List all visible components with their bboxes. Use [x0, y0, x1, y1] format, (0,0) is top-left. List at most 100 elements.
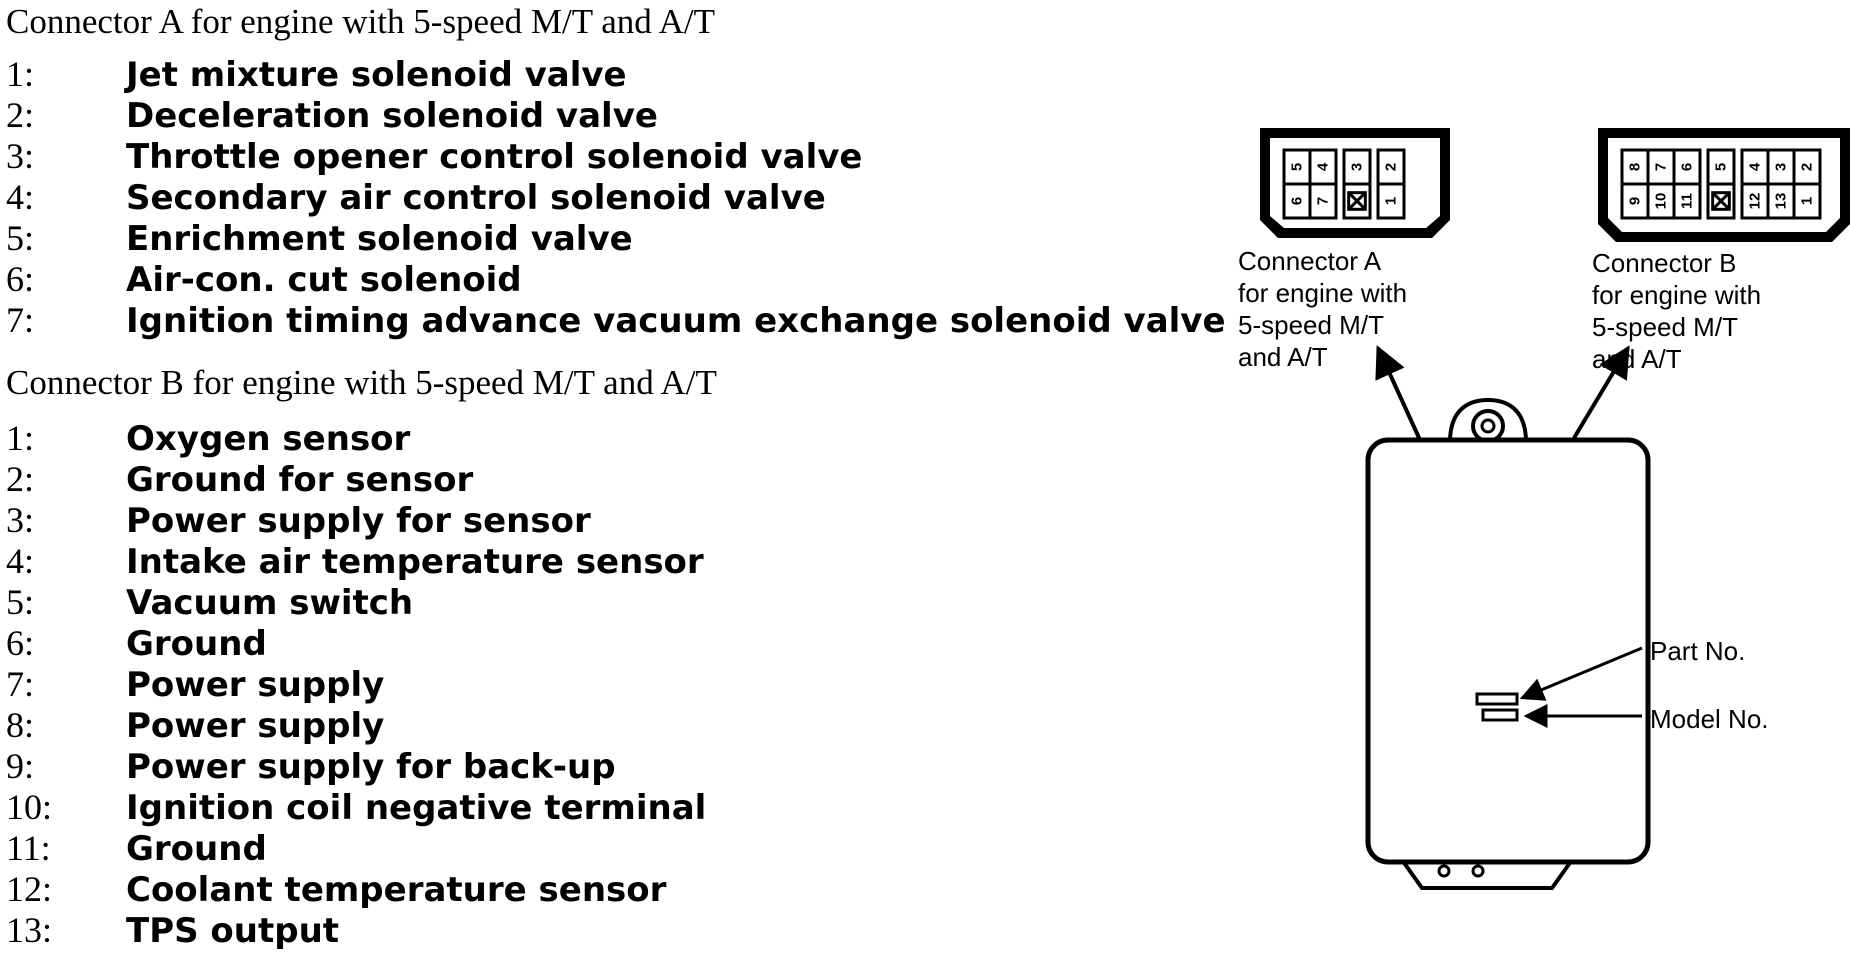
list-item: 11: Ground: [6, 828, 267, 869]
pin-number: 2:: [6, 95, 35, 135]
pin-number-label: 2: [1383, 163, 1400, 171]
pin-number-label: 4: [1747, 162, 1764, 171]
pin-label: Ignition timing advance vacuum exchange …: [126, 301, 1226, 341]
pin-number: 4:: [6, 177, 35, 217]
part-no-leader-arrow: [1519, 646, 1643, 701]
pin-number-label: 5: [1713, 163, 1730, 171]
connector-pin-cell: 12: [1740, 182, 1770, 220]
list-item: 4: Intake air temperature sensor: [6, 541, 704, 582]
connector-a-heading: Connector A for engine with 5-speed M/T …: [6, 2, 715, 41]
pin-number: 8:: [6, 705, 35, 745]
pin-number-label: 6: [1289, 197, 1306, 205]
connector-b-caption-line: Connector B: [1592, 248, 1737, 278]
connector-pin-cell: [1342, 182, 1372, 220]
pin-label: Oxygen sensor: [126, 419, 411, 459]
pin-label: Power supply: [126, 665, 385, 705]
pin-number-label: 13: [1773, 193, 1790, 210]
connector-pin-cell: 9: [1620, 182, 1650, 220]
pin-number: 6:: [6, 259, 35, 299]
pin-number: 4:: [6, 541, 35, 581]
pin-label: Power supply: [126, 706, 385, 746]
pin-label: Enrichment solenoid valve: [126, 219, 633, 259]
connector-pin-cell: [1706, 182, 1736, 220]
pin-number-label: 11: [1679, 193, 1696, 209]
pin-label: Throttle opener control solenoid valve: [126, 137, 863, 177]
pin-number: 10:: [6, 787, 53, 827]
pin-number-label: 3: [1773, 163, 1790, 171]
blank-pin-icon: [1347, 191, 1367, 211]
pin-number: 5:: [6, 582, 35, 622]
pin-number-label: 1: [1799, 197, 1816, 205]
connector-b-pin-grid: 8 9 7 10 6 11 5 4 12 3 13 2 1: [1620, 148, 1822, 220]
pin-number: 13:: [6, 910, 53, 950]
list-item: 8: Power supply: [6, 705, 384, 746]
pin-label: Ground for sensor: [126, 460, 474, 500]
connector-b-arrow: [1572, 345, 1630, 440]
pin-number-label: 1: [1383, 197, 1400, 205]
pin-number: 1:: [6, 418, 35, 458]
pin-label: Vacuum switch: [126, 583, 414, 623]
list-item: 5: Vacuum switch: [6, 582, 413, 623]
pin-label: Power supply for sensor: [126, 501, 591, 541]
label-plate-icon: [1475, 692, 1519, 722]
connector-a-caption-line: for engine with: [1238, 278, 1407, 308]
connector-a-caption-line: 5-speed M/T: [1238, 310, 1384, 340]
connector-pin-cell: 8: [1620, 148, 1650, 186]
connector-pin-cell: 5: [1282, 148, 1312, 186]
list-item: 10:Ignition coil negative terminal: [6, 787, 706, 828]
list-item: 9:Power supply for back-up: [6, 746, 616, 787]
list-item: 13:TPS output: [6, 910, 339, 951]
pin-number: 7:: [6, 664, 35, 704]
pin-number-label: 3: [1349, 163, 1366, 171]
connector-pin-cell: 6: [1282, 182, 1312, 220]
pin-number-label: 4: [1315, 162, 1332, 171]
pin-number: 6:: [6, 623, 35, 663]
pin-number: 3:: [6, 136, 35, 176]
list-item: 1: Oxygen sensor: [6, 418, 410, 459]
pin-number-label: 7: [1315, 197, 1332, 205]
list-item: 7:Ignition timing advance vacuum exchang…: [6, 300, 1226, 341]
ecu-body: [1365, 397, 1651, 890]
pin-number-label: 6: [1679, 163, 1696, 171]
list-item: 6: Ground: [6, 623, 267, 664]
pin-number: 11:: [6, 828, 51, 868]
pin-label: Ground: [126, 624, 267, 664]
connector-pin-cell: 11: [1672, 182, 1702, 220]
connector-pin-cell: 4: [1308, 148, 1338, 186]
list-item: 3:Power supply for sensor: [6, 500, 591, 541]
list-item: 2:Deceleration solenoid valve: [6, 95, 658, 136]
connector-pin-cell: 2: [1376, 148, 1406, 186]
pin-number-label: 9: [1627, 197, 1644, 205]
pin-number: 1:: [6, 54, 35, 94]
connector-pin-cell: 7: [1646, 148, 1676, 186]
pin-number-label: 5: [1289, 163, 1306, 171]
list-item: 3: Throttle opener control solenoid valve: [6, 136, 862, 177]
pin-label: Intake air temperature sensor: [126, 542, 704, 582]
connector-pin-cell: 3: [1766, 148, 1796, 186]
connector-pin-cell: 4: [1740, 148, 1770, 186]
connector-pin-cell: 6: [1672, 148, 1702, 186]
list-item: 1:Jet mixture solenoid valve: [6, 54, 627, 95]
pin-label: Ground: [126, 829, 267, 869]
pin-label: Coolant temperature sensor: [126, 870, 667, 910]
pin-number: 2:: [6, 459, 35, 499]
connector-pin-cell: 13: [1766, 182, 1796, 220]
connector-pin-cell: 3: [1342, 148, 1372, 186]
list-item: 12:Coolant temperature sensor: [6, 869, 666, 910]
pin-number-label: 10: [1653, 193, 1670, 210]
connector-pin-cell: 7: [1308, 182, 1338, 220]
connector-a-caption-line: and A/T: [1238, 342, 1328, 372]
connector-b-caption-line: and A/T: [1592, 344, 1682, 374]
pin-number-label: 7: [1653, 163, 1670, 171]
list-item: 4:Secondary air control solenoid valve: [6, 177, 826, 218]
pin-number-label: 12: [1747, 193, 1764, 210]
connector-b-caption-line: 5-speed M/T: [1592, 312, 1738, 342]
blank-pin-icon: [1711, 191, 1731, 211]
pin-number-label: 2: [1799, 163, 1816, 171]
list-item: 5:Enrichment solenoid valve: [6, 218, 633, 259]
connector-a-arrow: [1375, 345, 1422, 441]
pin-label: Air-con. cut solenoid: [126, 260, 522, 300]
connector-pin-cell: 2: [1792, 148, 1822, 186]
connector-b-heading: Connector B for engine with 5-speed M/T …: [6, 363, 717, 402]
